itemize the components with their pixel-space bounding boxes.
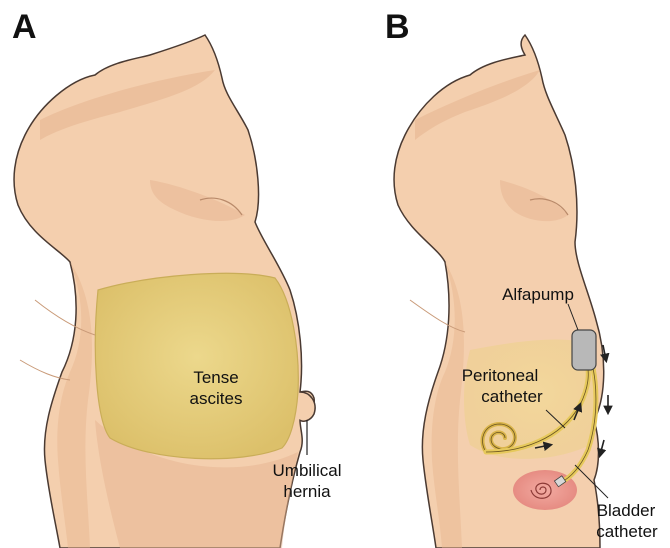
panel-b-peritoneal-label-line1: Peritoneal [462, 366, 539, 385]
panel-b-peritoneal-label-line2: catheter [481, 387, 543, 406]
panel-a-ascites [95, 273, 298, 458]
panel-b-bladder-label-line1: Bladder [597, 501, 656, 520]
panel-b-alfapump-label: Alfapump [502, 285, 574, 304]
panel-b-alfapump-device [572, 330, 596, 370]
panel-a-ascites-label-line1: Tense [193, 368, 238, 387]
panel-b-bladder-label-line2: catheter [596, 522, 658, 541]
panel-a-ascites-label-line2: ascites [190, 389, 243, 408]
panel-a-body [14, 35, 315, 548]
panel-a-hernia-label-line1: Umbilical [273, 461, 342, 480]
panel-a-hernia-label-line2: hernia [283, 482, 331, 501]
panel-b-body [394, 35, 608, 548]
panel-b-flow-arrow-3 [600, 440, 604, 455]
